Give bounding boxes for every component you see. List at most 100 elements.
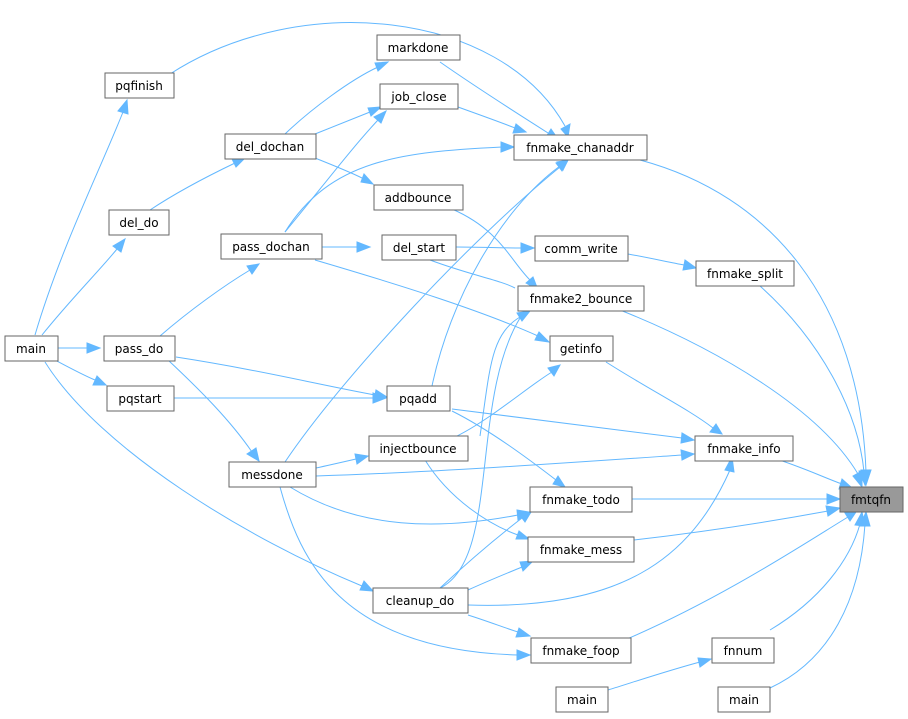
edge-cleanup-do-to-fnmake-todo <box>439 511 532 589</box>
node-label: main <box>729 693 759 707</box>
node-main-root[interactable]: main <box>4 335 59 362</box>
node-label: fnmake_chanaddr <box>526 141 634 155</box>
edge-messdone-to-fnmake-info <box>315 449 696 477</box>
edges <box>34 22 872 691</box>
node-getinfo[interactable]: getinfo <box>549 335 614 362</box>
node-label: fnmake2_bounce <box>530 292 633 306</box>
node-label: fnnum <box>724 644 763 658</box>
edge-del-start-to-fnmake2-bounce <box>429 259 516 289</box>
edge-injectbounce-to-fnmake-mess <box>424 459 531 540</box>
node-label: pqstart <box>118 392 161 406</box>
edge-del-dochan-to-job-close <box>314 106 383 135</box>
node-fnnum[interactable]: fnnum <box>711 637 775 664</box>
edge-messdone-to-injectbounce <box>315 453 370 469</box>
edge-messdone-to-fnmake-foop <box>279 486 532 661</box>
node-label: main <box>16 342 46 356</box>
node-label: fnmake_foop <box>542 644 619 658</box>
node-label: fnmake_split <box>707 267 783 281</box>
edge-fnmake-todo-to-fmtqfn <box>632 493 842 505</box>
node-label: injectbounce <box>379 442 456 456</box>
edge-getinfo-to-fnmake-info <box>605 361 723 435</box>
edge-pqadd-to-fnmake-todo <box>451 410 567 488</box>
edge-cleanup-do-to-fnmake-mess <box>467 560 535 591</box>
node-main-direct[interactable]: main <box>717 686 771 713</box>
node-pqstart[interactable]: pqstart <box>106 385 175 412</box>
edge-cleanup-do-to-fnmake-foop <box>467 614 532 638</box>
node-label: cleanup_do <box>386 594 454 608</box>
node-fmtqfn[interactable]: fmtqfn <box>839 486 904 513</box>
edge-messdone-to-fnmake-chanaddr <box>284 159 569 463</box>
node-fnmake-foop[interactable]: fnmake_foop <box>530 637 632 664</box>
node-fnmake-mess[interactable]: fnmake_mess <box>527 536 635 563</box>
edge-fnmake-mess-to-fmtqfn <box>633 505 842 541</box>
nodes: fmtqfn fnmake_chanaddr fnmake_split fnma… <box>4 34 904 713</box>
node-label: del_do <box>119 216 158 230</box>
edge-injectbounce-to-getinfo <box>454 364 561 438</box>
node-label: main <box>567 693 597 707</box>
edge-del-do-to-del-dochan <box>149 157 247 211</box>
node-job-close[interactable]: job_close <box>379 83 459 110</box>
node-messdone[interactable]: messdone <box>228 461 317 488</box>
edge-fnmake2-bounce-to-fmtqfn <box>619 309 863 489</box>
node-label: pqfinish <box>115 79 163 93</box>
edge-pass-do-to-pqadd <box>175 356 389 401</box>
edge-del-dochan-to-markdone <box>284 61 390 135</box>
edge-messdone-to-fnmake-todo <box>289 486 531 525</box>
node-fnmake-split[interactable]: fnmake_split <box>695 260 795 287</box>
edge-pass-do-to-pass-dochan <box>159 263 261 337</box>
node-label: pass_dochan <box>232 240 310 254</box>
node-cleanup-do[interactable]: cleanup_do <box>372 587 469 614</box>
node-label: getinfo <box>560 342 602 356</box>
edge-cleanup-do-to-fnmake-info <box>467 455 735 606</box>
node-fnmake2-bounce[interactable]: fnmake2_bounce <box>517 285 645 312</box>
node-label: pass_do <box>115 342 163 356</box>
node-injectbounce[interactable]: injectbounce <box>368 435 469 462</box>
node-label: fnmake_info <box>707 442 780 456</box>
node-markdone[interactable]: markdone <box>376 34 461 61</box>
edge-injectbounce-to-fnmake2-bounce <box>479 310 532 437</box>
node-label: messdone <box>241 468 303 482</box>
node-pqfinish[interactable]: pqfinish <box>104 72 175 99</box>
edge-main-fnnum-to-fnnum <box>607 657 713 691</box>
node-comm-write[interactable]: comm_write <box>534 235 629 262</box>
node-label: markdone <box>388 41 449 55</box>
node-pass-do[interactable]: pass_do <box>103 335 176 362</box>
node-label: del_dochan <box>236 140 304 154</box>
node-pqadd[interactable]: pqadd <box>386 385 451 412</box>
edge-main-to-del-do <box>41 237 126 336</box>
edge-comm-write-to-fnmake-split <box>627 253 698 271</box>
edge-pass-do-to-messdone <box>167 359 260 463</box>
node-del-dochan[interactable]: del_dochan <box>224 133 317 160</box>
edge-pqfinish-to-fnmake-chanaddr <box>169 22 571 139</box>
node-main-fnnum[interactable]: main <box>555 686 609 713</box>
edge-pqstart-to-pqadd <box>174 392 388 404</box>
edge-fnmake-info-to-fmtqfn <box>769 456 854 490</box>
edge-pqadd-to-fnmake-info <box>451 408 696 444</box>
node-label: comm_write <box>544 242 618 256</box>
edge-fnnum-to-fmtqfn <box>769 510 866 631</box>
edge-del-dochan-to-addbounce <box>314 157 375 185</box>
node-fnmake-chanaddr[interactable]: fnmake_chanaddr <box>513 134 648 161</box>
node-label: addbounce <box>385 191 452 205</box>
edge-main-to-pass-do <box>58 342 102 354</box>
node-label: fnmake_todo <box>542 493 620 507</box>
edge-fnmake-foop-to-fmtqfn <box>619 511 857 643</box>
node-addbounce[interactable]: addbounce <box>373 184 464 211</box>
node-del-do[interactable]: del_do <box>108 209 170 236</box>
edge-pass-dochan-to-del-start <box>322 241 372 253</box>
edge-pass-dochan-to-fnmake-chanaddr <box>284 141 516 233</box>
node-label: fmtqfn <box>851 493 891 507</box>
edge-del-start-to-comm-write <box>455 242 536 254</box>
node-pass-dochan[interactable]: pass_dochan <box>220 233 323 260</box>
node-del-start[interactable]: del_start <box>381 234 457 261</box>
node-fnmake-todo[interactable]: fnmake_todo <box>529 486 633 513</box>
node-label: pqadd <box>399 392 437 406</box>
edge-pass-dochan-to-job-close <box>284 109 387 233</box>
edge-main-to-pqstart <box>54 359 108 386</box>
edge-pass-dochan-to-getinfo <box>314 259 551 343</box>
node-label: del_start <box>393 241 446 255</box>
edge-main-direct-to-fmtqfn <box>769 510 871 689</box>
node-fnmake-info[interactable]: fnmake_info <box>694 435 794 462</box>
node-label: job_close <box>390 90 446 104</box>
edge-job-close-to-fnmake-chanaddr <box>457 106 528 134</box>
